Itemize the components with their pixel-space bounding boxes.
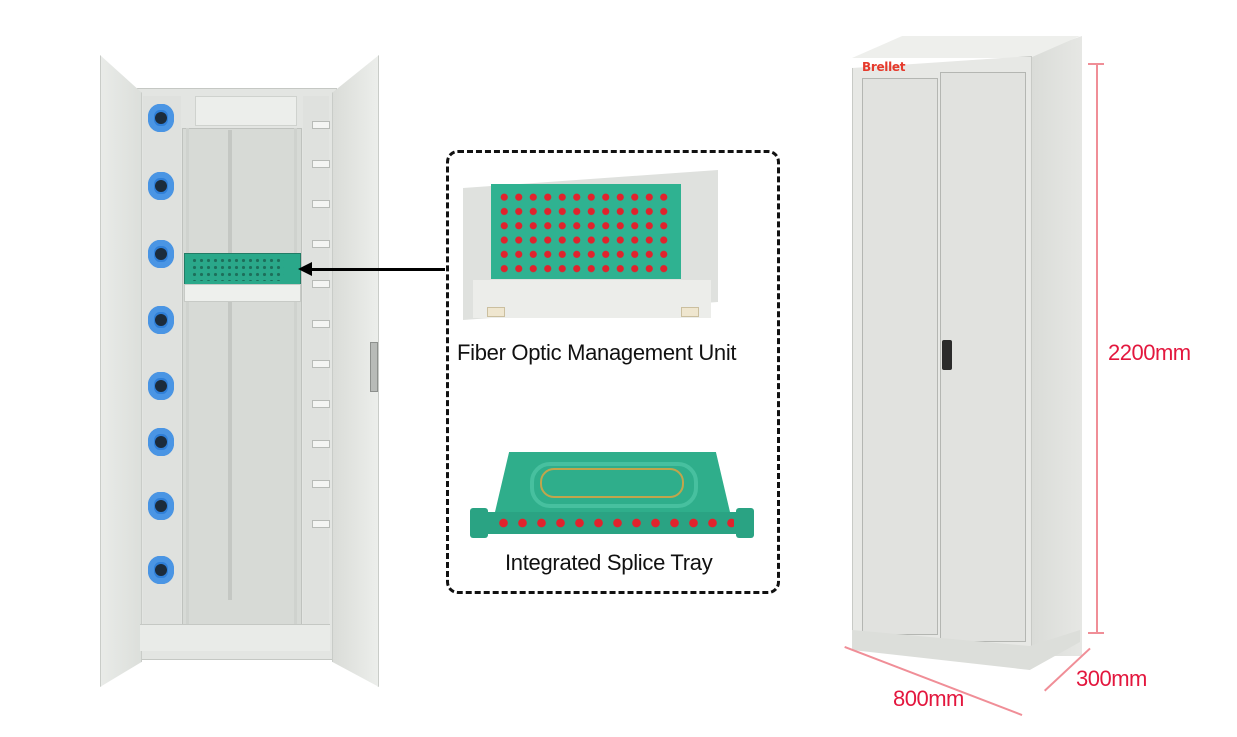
cable-grommet-icon (148, 428, 174, 456)
rack-interior (182, 128, 302, 626)
cable-grommet-icon (148, 104, 174, 132)
cable-grommet-icon (148, 372, 174, 400)
height-dimension-label: 2200mm (1108, 340, 1191, 365)
cabinet-left-door (100, 55, 142, 687)
door-handle (370, 342, 378, 392)
callout-arrow-line (310, 268, 445, 271)
cable-management-column (303, 96, 329, 641)
cable-ring-icon (312, 320, 330, 328)
cable-grommet-icon (148, 492, 174, 520)
height-dimension-line (1096, 64, 1098, 634)
cable-ring-icon (312, 240, 330, 248)
installed-odf-unit (184, 253, 301, 285)
door-lock-icon (942, 340, 952, 370)
cabinet-door-left (862, 78, 938, 635)
top-plate (195, 96, 297, 126)
height-dimension-tick-bottom (1088, 632, 1104, 634)
cable-ring-icon (312, 121, 330, 129)
splice-tray-label: Integrated Splice Tray (505, 550, 713, 575)
bottom-plate (140, 624, 330, 651)
cable-grommet-icon (148, 556, 174, 584)
fiber-management-unit-image (463, 170, 718, 320)
cable-ring-icon (312, 360, 330, 368)
brand-logo: Brellet (862, 60, 906, 74)
cable-ring-icon (312, 200, 330, 208)
arrow-left-icon (298, 262, 312, 276)
cable-ring-icon (312, 440, 330, 448)
height-dimension-tick-top (1088, 63, 1104, 65)
rack-rail-right (294, 128, 297, 624)
cable-ring-icon (312, 520, 330, 528)
width-dimension-label: 800mm (893, 686, 964, 711)
splice-tray-image (470, 452, 755, 544)
depth-dimension-label: 300mm (1076, 666, 1147, 691)
cable-grommet-icon (148, 240, 174, 268)
cabinet-side-panel (1028, 36, 1082, 656)
cable-ring-icon (312, 480, 330, 488)
cable-grommet-icon (148, 306, 174, 334)
fiber-management-unit-label: Fiber Optic Management Unit (457, 340, 737, 365)
component-callout-box (446, 150, 780, 594)
cable-ring-icon (312, 280, 330, 288)
cabinet-door-right (940, 72, 1026, 642)
cable-ring-icon (312, 400, 330, 408)
center-bar (228, 130, 232, 600)
rack-shelf (184, 284, 301, 302)
cable-grommet-icon (148, 172, 174, 200)
rack-rail-left (186, 128, 189, 624)
cable-ring-icon (312, 160, 330, 168)
cabinet-top (852, 36, 1080, 58)
